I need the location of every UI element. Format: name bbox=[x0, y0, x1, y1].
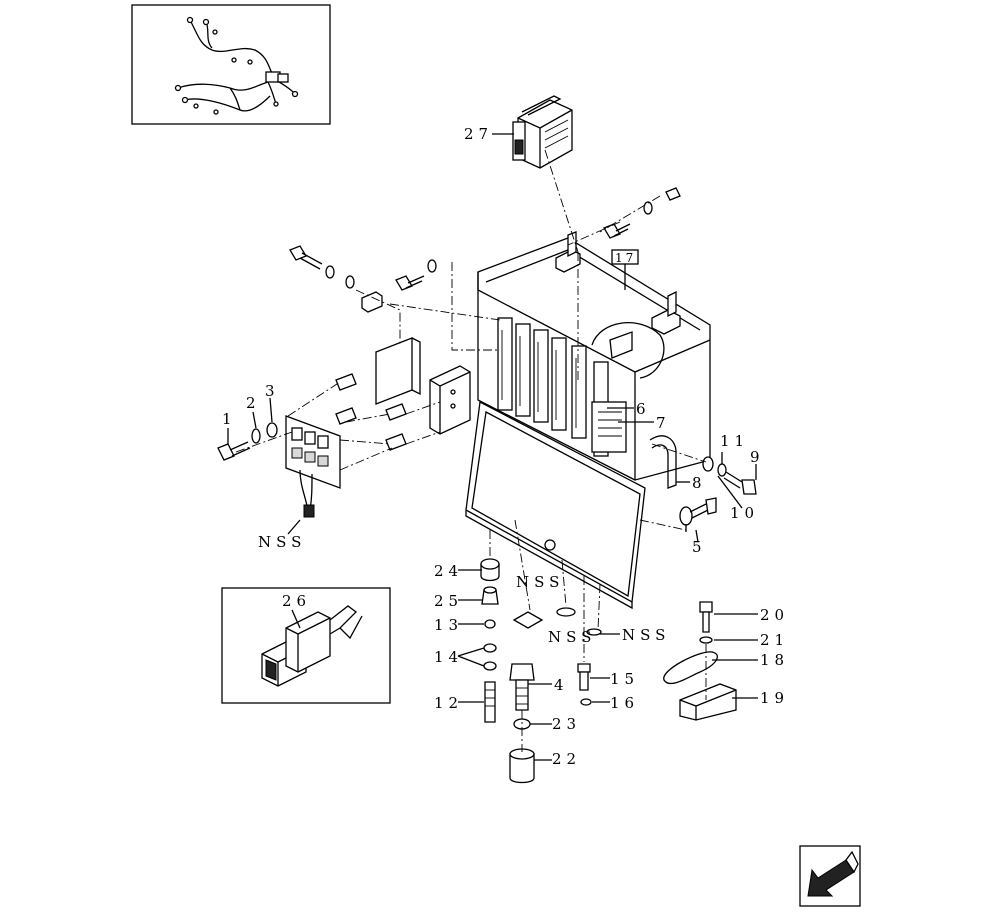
wiring-harness-icon bbox=[174, 16, 299, 115]
control-module-27 bbox=[512, 95, 573, 169]
callout-15: 15 bbox=[610, 670, 639, 688]
callout-5: 5 bbox=[692, 538, 707, 556]
callout-20: 20 bbox=[760, 606, 789, 624]
cover-lid bbox=[465, 400, 646, 610]
callout-3: 3 bbox=[265, 382, 280, 400]
terminal-inset bbox=[221, 587, 391, 704]
callout-labels: 27 17 1 2 3 6 7 8 11 9 10 5 NSS 24 NSS 2… bbox=[222, 125, 789, 768]
callout-21: 21 bbox=[760, 631, 789, 649]
callout-25: 25 bbox=[434, 592, 463, 610]
callout-16: 16 bbox=[610, 694, 639, 712]
left-fasteners bbox=[217, 422, 278, 461]
leader-lines bbox=[227, 133, 758, 761]
terminal-connector-icon bbox=[261, 605, 363, 687]
callout-17: 17 bbox=[615, 251, 636, 265]
callout-12: 12 bbox=[434, 694, 463, 712]
nss-left: NSS bbox=[258, 533, 306, 551]
callout-23: 23 bbox=[552, 715, 581, 733]
latch-5 bbox=[679, 497, 717, 532]
callout-19: 19 bbox=[760, 689, 789, 707]
callout-27: 27 bbox=[464, 125, 493, 143]
callout-22: 22 bbox=[552, 750, 581, 768]
callout-4: 4 bbox=[554, 676, 569, 694]
callout-13: 13 bbox=[434, 616, 463, 634]
harness-inset bbox=[131, 4, 331, 125]
bottom-hardware bbox=[480, 558, 602, 784]
callout-2: 2 bbox=[246, 394, 261, 412]
nss-right: NSS bbox=[622, 626, 670, 644]
left-bracket-assembly bbox=[285, 291, 471, 518]
callout-9: 9 bbox=[750, 448, 765, 466]
callout-1: 1 bbox=[222, 410, 237, 428]
callout-7: 7 bbox=[656, 414, 671, 432]
relay-board bbox=[285, 415, 341, 518]
callout-26: 26 bbox=[282, 592, 311, 610]
callout-11: 11 bbox=[720, 432, 749, 450]
callout-8: 8 bbox=[692, 474, 707, 492]
nss-center: NSS bbox=[516, 573, 564, 591]
callout-24: 24 bbox=[434, 562, 463, 580]
upper-left-fasteners bbox=[289, 187, 681, 291]
circuit-cards bbox=[497, 317, 633, 457]
right-fasteners bbox=[702, 456, 757, 495]
callout-14: 14 bbox=[434, 648, 463, 666]
callout-10: 10 bbox=[730, 504, 759, 522]
alignment-lines bbox=[235, 149, 707, 752]
arrow-down-left-icon bbox=[799, 845, 861, 907]
nss-center-2: NSS bbox=[548, 628, 596, 646]
callout-18: 18 bbox=[760, 651, 789, 669]
callout-6: 6 bbox=[636, 400, 651, 418]
strap-assembly bbox=[663, 601, 737, 721]
